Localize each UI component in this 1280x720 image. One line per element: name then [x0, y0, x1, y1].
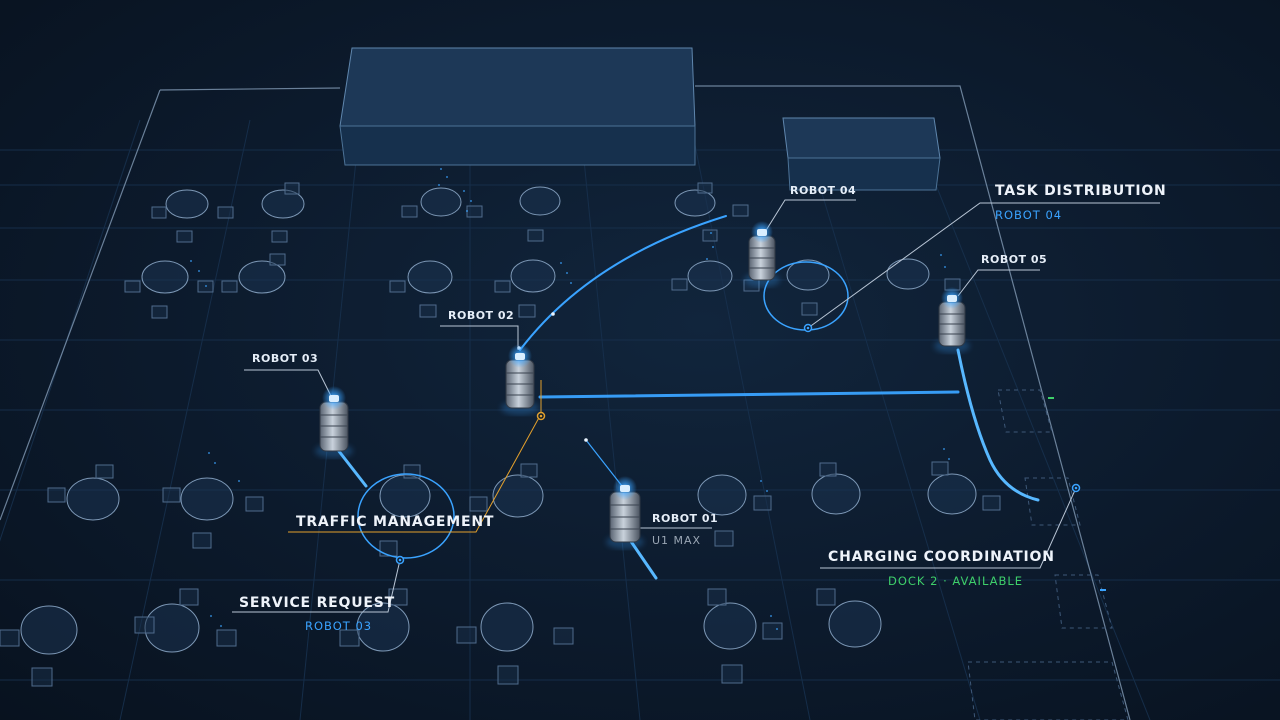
- leader-lines: [232, 199, 1160, 613]
- robot-04[interactable]: [744, 221, 780, 287]
- traffic-management-title: TRAFFIC MANAGEMENT: [296, 514, 495, 530]
- node-dots: [395, 312, 1081, 565]
- charging-coordination-title: CHARGING COORDINATION: [828, 549, 1055, 565]
- service-request-robot: ROBOT 03: [305, 619, 373, 633]
- path-robot02-robot05: [538, 390, 960, 399]
- robot-02[interactable]: [501, 344, 539, 415]
- robot-01-model: U1 MAX: [652, 534, 702, 547]
- robot-paths: [336, 215, 1040, 580]
- robot-05[interactable]: [934, 287, 970, 353]
- task-distribution-title: TASK DISTRIBUTION: [995, 183, 1167, 199]
- robot-03[interactable]: [315, 386, 353, 458]
- leader-robot05: [957, 269, 1040, 297]
- leader-charging-coordination: [820, 487, 1077, 569]
- leader-robot03: [244, 369, 333, 399]
- storage-rack-large: [339, 47, 696, 166]
- path-robot01-heading: [585, 439, 623, 487]
- path-robot02-arc: [519, 215, 727, 351]
- storage-rack-small: [782, 117, 941, 191]
- leader-service-request: [232, 559, 401, 613]
- leader-task-distribution: [807, 202, 1160, 329]
- table-markers: [20, 186, 977, 655]
- seat-markers: [0, 182, 1001, 687]
- data-particles: [190, 168, 950, 630]
- charging-dock-zones: [967, 389, 1129, 720]
- service-request-title: SERVICE REQUEST: [239, 595, 395, 611]
- floor-outline: [0, 85, 1131, 720]
- robot-03-label: ROBOT 03: [252, 352, 319, 365]
- robot-01[interactable]: [606, 476, 644, 549]
- traffic-zone-ring: [357, 473, 455, 559]
- leader-robot04: [764, 199, 856, 233]
- robot-01-label: ROBOT 01: [652, 512, 719, 525]
- task-distribution-robot: ROBOT 04: [995, 208, 1063, 222]
- leader-robot02: [440, 325, 519, 350]
- robot-04-label: ROBOT 04: [790, 184, 857, 197]
- dock-indicator-blue: [1100, 589, 1106, 591]
- robot-05-label: ROBOT 05: [981, 253, 1048, 266]
- leader-traffic-management: [288, 380, 542, 533]
- robot-02-label: ROBOT 02: [448, 309, 515, 322]
- charging-coordination-status: DOCK 2 · AVAILABLE: [888, 574, 1024, 588]
- path-robot05-dock: [956, 348, 1040, 502]
- dock-indicator-green: [1048, 397, 1054, 399]
